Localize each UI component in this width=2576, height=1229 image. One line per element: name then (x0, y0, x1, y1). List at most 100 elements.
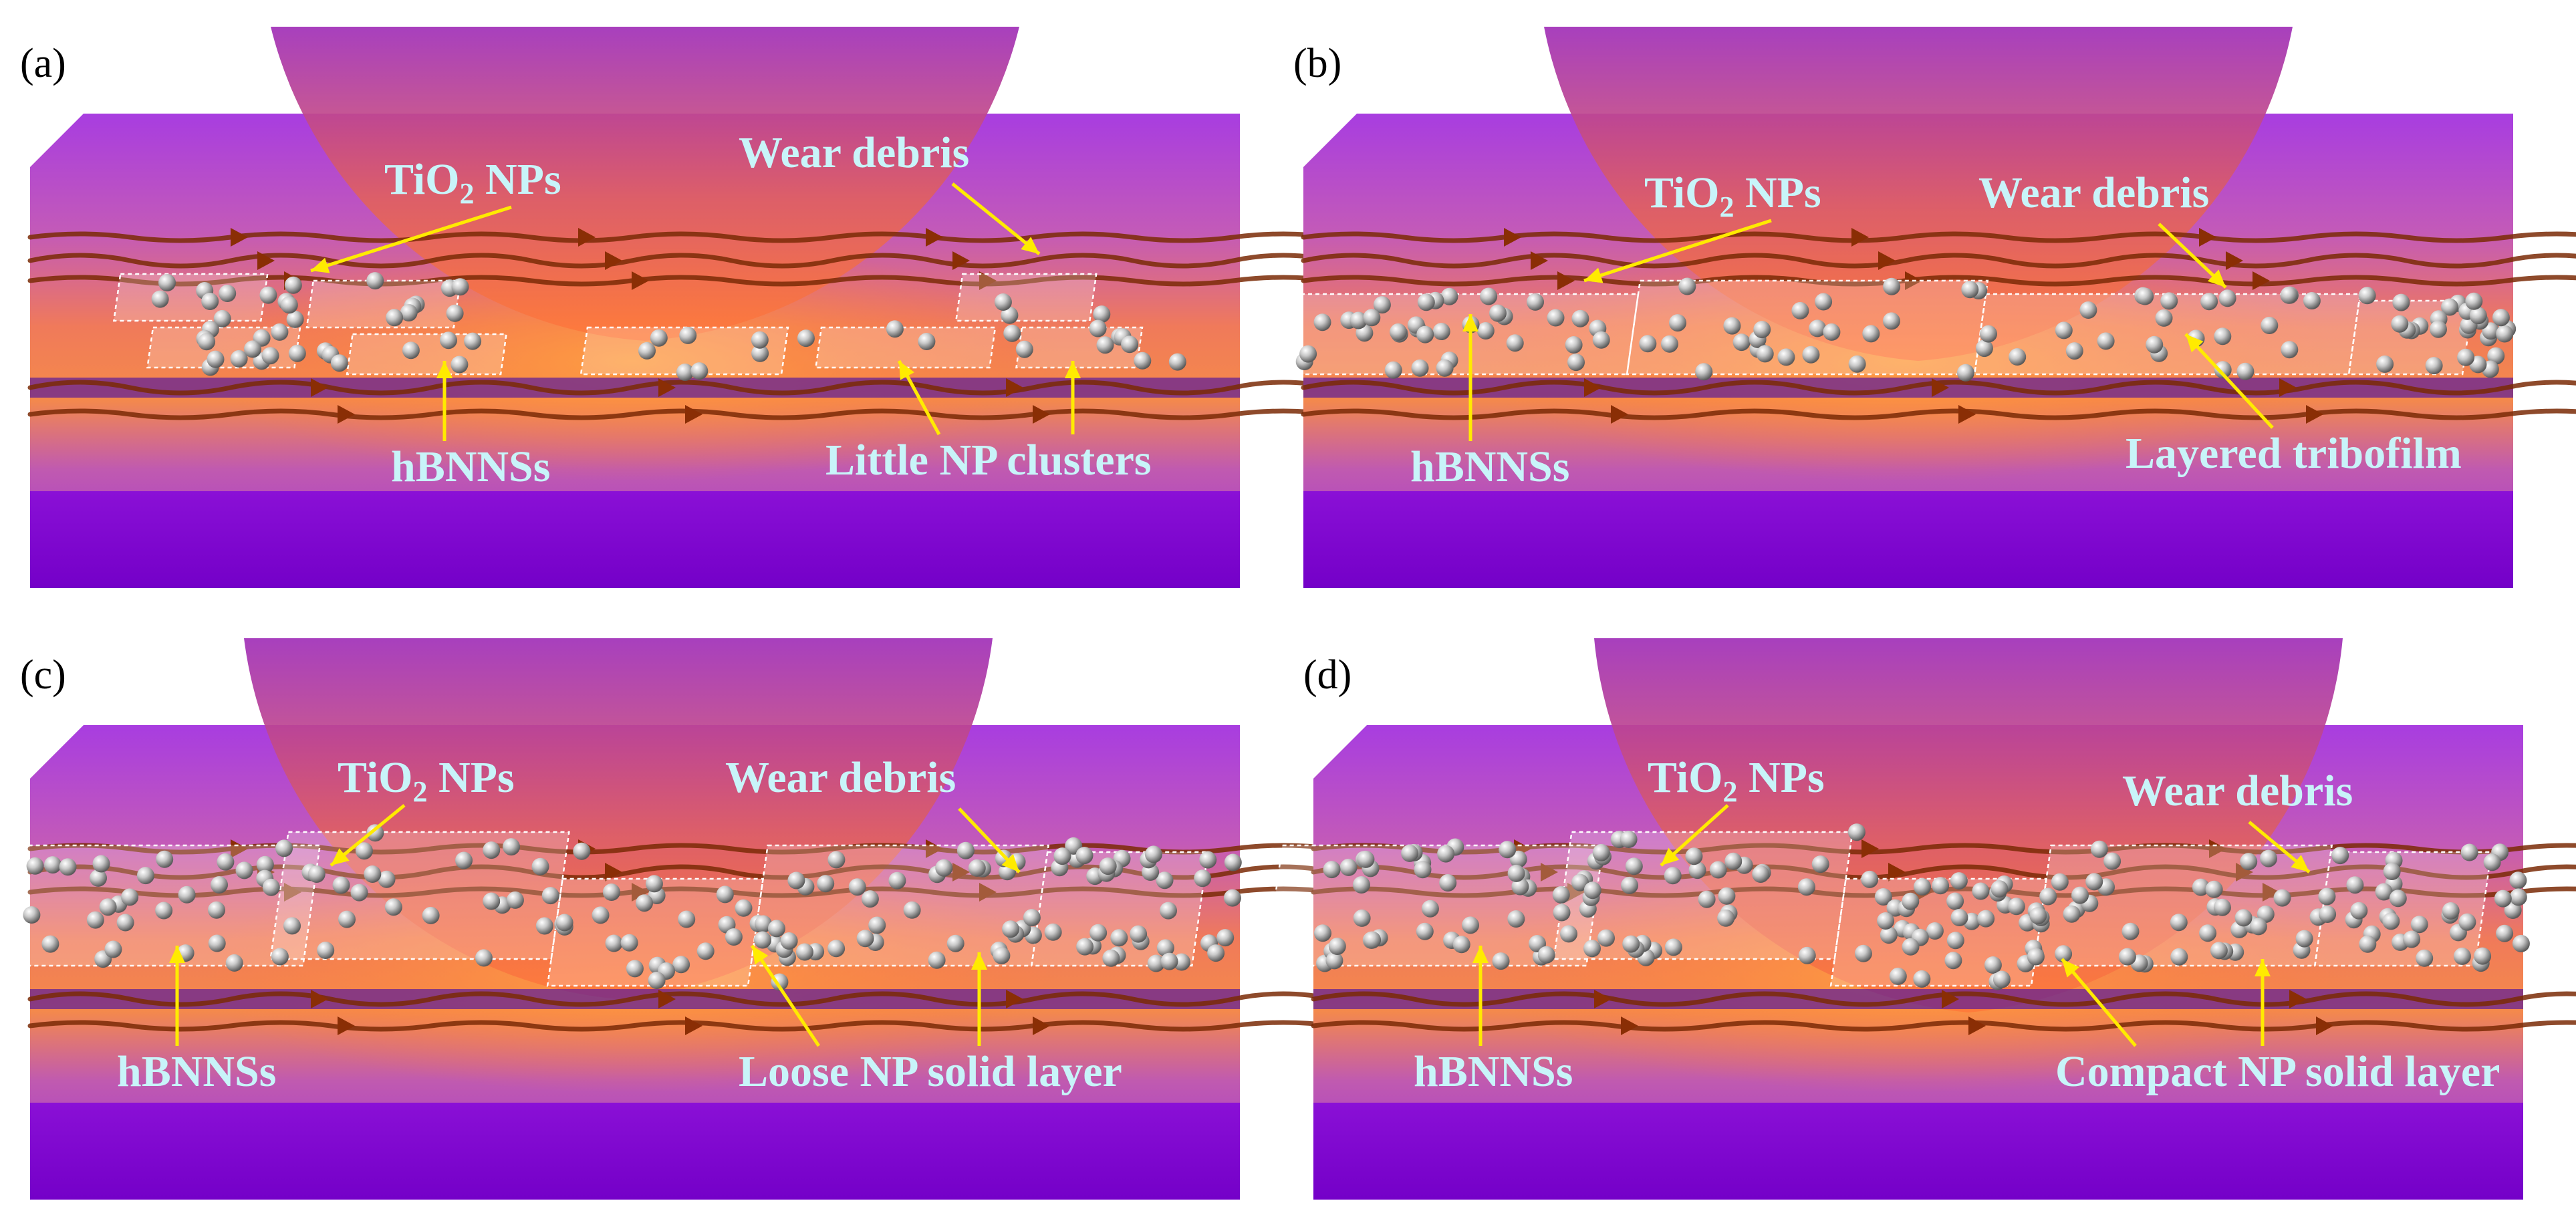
fiber-arrowhead (2199, 228, 2216, 247)
tio2-nanoparticle (2376, 355, 2394, 373)
fiber-arrowhead (685, 1016, 702, 1035)
tio2-nanoparticle (1003, 324, 1021, 342)
tio2-nanoparticle (2319, 906, 2337, 923)
tio2-nanoparticle (2205, 880, 2223, 898)
tio2-nanoparticle (2465, 292, 2483, 310)
tio2-nanoparticle (86, 911, 104, 929)
tio2-nanoparticle (1480, 287, 1498, 305)
tio2-nanoparticle (151, 290, 169, 308)
tio2-nanoparticle (1373, 296, 1391, 314)
layer-label: Loose NP solid layer (739, 1047, 1122, 1096)
tio2-nanoparticle (208, 901, 225, 919)
wear-debris-fiber (1301, 253, 2576, 269)
tio2-nanoparticle (261, 347, 279, 365)
tio2-nanoparticle (1384, 361, 1402, 379)
layer-arrow-head (2062, 959, 2079, 978)
tio2-nanoparticle (676, 364, 694, 381)
tio2-nanoparticle (1932, 877, 1950, 895)
fiber-arrowhead (632, 883, 649, 902)
tio2-nanoparticle (198, 333, 216, 351)
tio2-nanoparticle (555, 914, 573, 932)
tio2-nanoparticle (2389, 890, 2407, 908)
tio2-nanoparticle (1688, 861, 1706, 879)
tio2-nanoparticle (1506, 334, 1524, 352)
tio2-nanoparticle (1660, 335, 1678, 353)
tio2-nanoparticle (2039, 887, 2057, 906)
tio2-nanoparticle (1417, 293, 1435, 311)
tio2-label-subscript: 2 (1720, 190, 1734, 223)
layer-arrow-secondary-head (1065, 361, 1081, 378)
tio2-nanoparticle (1902, 938, 1920, 956)
tio2-nanoparticle (1421, 900, 1439, 918)
fiber-arrowhead (2263, 883, 2280, 902)
wear-debris-label: Wear debris (1978, 168, 2209, 217)
wear-debris-fiber (27, 991, 1336, 1007)
tio2-nanoparticle (283, 917, 301, 935)
tio2-nanoparticle (1597, 929, 1615, 947)
layer-arrow-secondary-head (2255, 959, 2271, 976)
fiber-arrowhead (658, 378, 676, 397)
tio2-nanoparticle (2509, 888, 2527, 906)
tio2-nanoparticle (1416, 922, 1434, 940)
tio2-nanoparticle (366, 824, 384, 842)
tio2-nanoparticle (1160, 902, 1177, 920)
tio2-nanoparticle (1156, 871, 1174, 890)
tio2-nanoparticle (1390, 323, 1407, 341)
fiber-arrowhead (2316, 1016, 2333, 1035)
tio2-nanoparticle (946, 934, 964, 952)
hbn-nanosheet (305, 279, 462, 329)
fiber-arrowhead (979, 883, 997, 902)
tio2-arrow (1583, 219, 1772, 283)
tio2-nanoparticle (90, 869, 107, 887)
tio2-nanoparticle (1592, 843, 1610, 861)
tio2-nanoparticle (2442, 902, 2460, 920)
fiber-arrowhead (2236, 863, 2253, 881)
fiber-arrowhead (1932, 378, 1949, 397)
tio2-nanoparticle (1207, 944, 1225, 962)
tio2-nanoparticle (219, 285, 237, 302)
tio2-nanoparticle (716, 885, 734, 904)
tio2-nanoparticle (1990, 880, 2009, 898)
tio2-label-subscript: 2 (460, 177, 475, 210)
hbnnss-label: hBNNSs (1414, 1047, 1573, 1096)
tio2-nanoparticle (1349, 311, 1368, 329)
hbnnss-arrow-head (436, 361, 453, 378)
tio2-nanoparticle (384, 898, 402, 916)
tio2-nanoparticle (104, 940, 122, 958)
tio2-nanoparticle (121, 888, 139, 906)
tio2-nanoparticle (690, 362, 709, 380)
tio2-nanoparticle (1216, 929, 1235, 947)
fiber-arrowhead (1878, 251, 1896, 270)
tio2-nanoparticle (626, 960, 644, 978)
tio2-nanoparticle (1002, 920, 1019, 938)
tio2-nanoparticle (848, 878, 866, 896)
tio2-nanoparticle (735, 899, 753, 917)
tio2-nanoparticle (1547, 309, 1565, 327)
tio2-label-tail: NPs (1734, 168, 1821, 217)
tio2-nanoparticle (1224, 853, 1242, 871)
hbn-nanosheet (1626, 279, 1989, 376)
tio2-label-main: TiO (384, 155, 460, 204)
tio2-nanoparticle (1353, 909, 1371, 927)
tio2-nanoparticle (1592, 331, 1610, 349)
tio2-nanoparticle (59, 858, 77, 876)
tio2-nanoparticle (672, 956, 690, 974)
tio2-nanoparticle (217, 853, 235, 871)
tio2-nanoparticle (994, 293, 1012, 311)
tio2-nanoparticle (1313, 313, 1331, 331)
tio2-nanoparticle (1414, 861, 1432, 879)
tio2-nanoparticle (262, 878, 280, 896)
tio2-nanoparticle (2261, 317, 2279, 334)
fiber-arrowhead (1033, 405, 1050, 424)
tio2-nanoparticle (2090, 840, 2108, 858)
tio2-nanoparticle (2457, 348, 2475, 366)
tio2-arrow-head (1584, 267, 1603, 283)
tio2-nanoparticle (2453, 947, 2471, 965)
tio2-nanoparticle (1809, 319, 1827, 337)
tio2-nanoparticle (2496, 325, 2514, 343)
tio2-nanoparticle (1357, 850, 1375, 868)
tio2-nanoparticle (26, 857, 44, 875)
tio2-nanoparticle (1364, 931, 1382, 949)
